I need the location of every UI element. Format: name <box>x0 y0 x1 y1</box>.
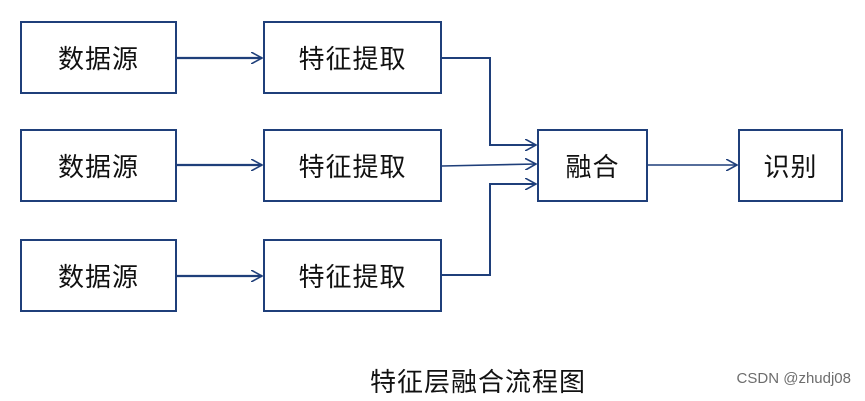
fusion-label: 融合 <box>565 153 620 183</box>
data-source-box-3: 数据源 <box>20 239 177 312</box>
feature-extraction-box-2: 特征提取 <box>263 129 442 202</box>
data-source-label-1: 数据源 <box>57 45 139 75</box>
feature-extraction-box-1: 特征提取 <box>263 21 442 94</box>
data-source-label-3: 数据源 <box>57 263 139 293</box>
data-source-label-2: 数据源 <box>57 153 139 183</box>
watermark: CSDN @zhudj08 <box>736 370 851 387</box>
diagram-caption: 特征层融合流程图 <box>370 368 587 398</box>
data-source-box-2: 数据源 <box>20 129 177 202</box>
arrow-feature1-to-fusion <box>442 57 536 145</box>
arrow-feature2-to-fusion <box>441 164 536 166</box>
arrow-feature3-to-fusion <box>442 184 536 276</box>
fusion-box: 融合 <box>537 129 648 202</box>
feature-extraction-box-3: 特征提取 <box>263 239 442 312</box>
feature-extraction-label-2: 特征提取 <box>298 153 407 183</box>
recognition-label: 识别 <box>763 153 818 183</box>
data-source-box-1: 数据源 <box>20 21 177 94</box>
feature-extraction-label-3: 特征提取 <box>298 263 407 293</box>
recognition-box: 识别 <box>738 129 843 202</box>
feature-extraction-label-1: 特征提取 <box>298 45 407 75</box>
